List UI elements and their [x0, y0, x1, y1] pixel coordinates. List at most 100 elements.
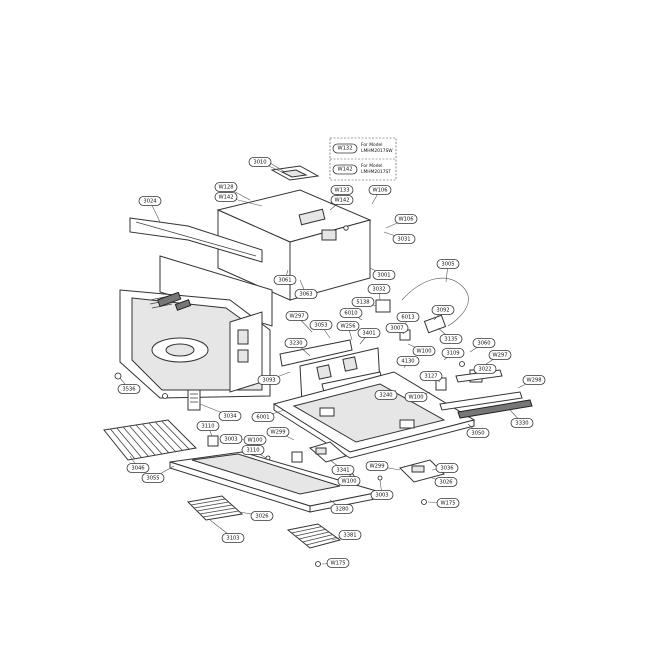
callout-3031: 3031: [392, 234, 416, 244]
callout-label-3330: 3330: [515, 420, 528, 426]
callout-label-3026b: 3026: [255, 513, 268, 519]
filter-mesh: [193, 501, 229, 509]
callout-3003b: 3003: [370, 490, 394, 500]
callout-W100c: W100: [243, 435, 267, 445]
filter-mesh: [298, 531, 330, 540]
part-w175-screw: [315, 499, 427, 567]
callout-oval-W142a: [214, 192, 238, 202]
callout-W106a: W106: [368, 185, 392, 195]
callout-3032: 3032: [367, 284, 391, 294]
callout-oval-6001: [251, 412, 275, 422]
callout-4130: 4130: [396, 356, 420, 366]
callout-label-W133: W133: [334, 187, 349, 193]
callout-oval-3026b: [250, 511, 274, 521]
note-ref-2: W142: [337, 167, 352, 173]
callout-label-W100c: W100: [247, 437, 262, 443]
callout-label-3053: 3053: [314, 322, 327, 328]
part-3026-grease-filters: [186, 495, 342, 549]
callout-oval-3007: [385, 323, 409, 333]
callout-label-4130: 4130: [401, 358, 414, 364]
callout-oval-3135: [439, 334, 463, 344]
note-ref-1: W132: [337, 146, 352, 152]
filter-mesh: [302, 534, 333, 543]
rack-wire: [161, 420, 190, 450]
filter-mesh: [202, 510, 239, 518]
callout-3330: 3330: [510, 418, 534, 428]
rack-wire: [154, 421, 183, 451]
filter-mesh: [295, 528, 326, 537]
part-front-frame: [119, 255, 273, 399]
filter-mesh: [306, 536, 337, 546]
callout-oval-3050: [466, 428, 490, 438]
callout-oval-6010: [339, 308, 363, 318]
callout-oval-3093: [257, 375, 281, 385]
rack-wire: [129, 425, 156, 456]
callout-label-5138: 5138: [356, 299, 369, 305]
callout-label-3401: 3401: [362, 330, 375, 336]
part-3024-top-trim: [129, 217, 263, 263]
callout-label-3003a: 3003: [224, 436, 237, 442]
callout-oval-3032: [367, 284, 391, 294]
callout-label-W142b: W142: [334, 197, 349, 203]
callout-label-3055: 3055: [146, 475, 159, 481]
callout-W133: W133: [330, 185, 354, 195]
callout-oval-3005: [436, 259, 460, 269]
callout-label-6010: 6010: [344, 310, 357, 316]
callout-3381: 3381: [338, 530, 362, 540]
callout-3024: 3024: [138, 196, 162, 206]
callout-label-3240: 3240: [379, 392, 392, 398]
callout-W299a: W299: [266, 427, 290, 437]
filter-mesh: [190, 498, 226, 506]
callout-label-3034: 3034: [223, 413, 237, 419]
rack-wire: [135, 424, 163, 455]
callout-oval-3053: [309, 320, 333, 330]
callout-W142a: W142: [214, 192, 238, 202]
callout-label-W256: W256: [340, 323, 355, 329]
callout-3005: 3005: [436, 259, 460, 269]
callout-oval-W142b: [330, 195, 354, 205]
callout-oval-W297a: [285, 311, 309, 321]
callout-label-W106a: W106: [372, 187, 387, 193]
callout-label-6013: 6013: [401, 314, 414, 320]
callout-label-3026: 3026: [439, 479, 452, 485]
callout-W106b: W106: [394, 214, 418, 224]
callout-oval-3060: [472, 338, 496, 348]
callout-oval-W299a: [266, 427, 290, 437]
callout-label-W298: W298: [526, 377, 541, 383]
callout-6001: 6001: [251, 412, 275, 422]
callout-label-3007: 3007: [390, 325, 403, 331]
callout-3536: 3536: [117, 384, 141, 394]
callout-3110a: 3110: [196, 421, 220, 431]
callout-3127: 3127: [419, 371, 443, 381]
callout-3240: 3240: [374, 390, 398, 400]
callout-6010: 6010: [339, 308, 363, 318]
callout-oval-3092: [431, 305, 455, 315]
part-6001-base-plate: [272, 371, 476, 459]
callout-3135: 3135: [439, 334, 463, 344]
callout-oval-3034: [218, 411, 242, 421]
callout-label-3001: 3001: [377, 272, 390, 278]
part-outer-case: [216, 189, 372, 301]
callout-label-3093: 3093: [262, 377, 275, 383]
callout-label-3109: 3109: [446, 350, 459, 356]
callout-oval-W128: [214, 182, 238, 192]
callout-W256: W256: [336, 321, 360, 331]
callout-oval-5138: [351, 297, 375, 307]
callout-W100d: W100: [337, 476, 361, 486]
callout-3060: 3060: [472, 338, 496, 348]
callout-label-W297a: W297: [289, 313, 304, 319]
callout-W175b: W175: [326, 558, 350, 568]
callout-label-3103: 3103: [226, 535, 239, 541]
callout-oval-4130: [396, 356, 420, 366]
callout-oval-3063: [294, 289, 318, 299]
callout-oval-3024: [138, 196, 162, 206]
callout-label-W100d: W100: [341, 478, 356, 484]
callout-oval-6013: [396, 312, 420, 322]
callout-oval-W100c: [243, 435, 267, 445]
filter-mesh: [291, 526, 322, 534]
callout-5138: 5138: [351, 297, 375, 307]
callout-3036: 3036: [435, 463, 459, 473]
callout-3003a: 3003: [219, 434, 243, 444]
callout-oval-3061: [273, 275, 297, 285]
callout-3022: 3022: [473, 364, 497, 374]
